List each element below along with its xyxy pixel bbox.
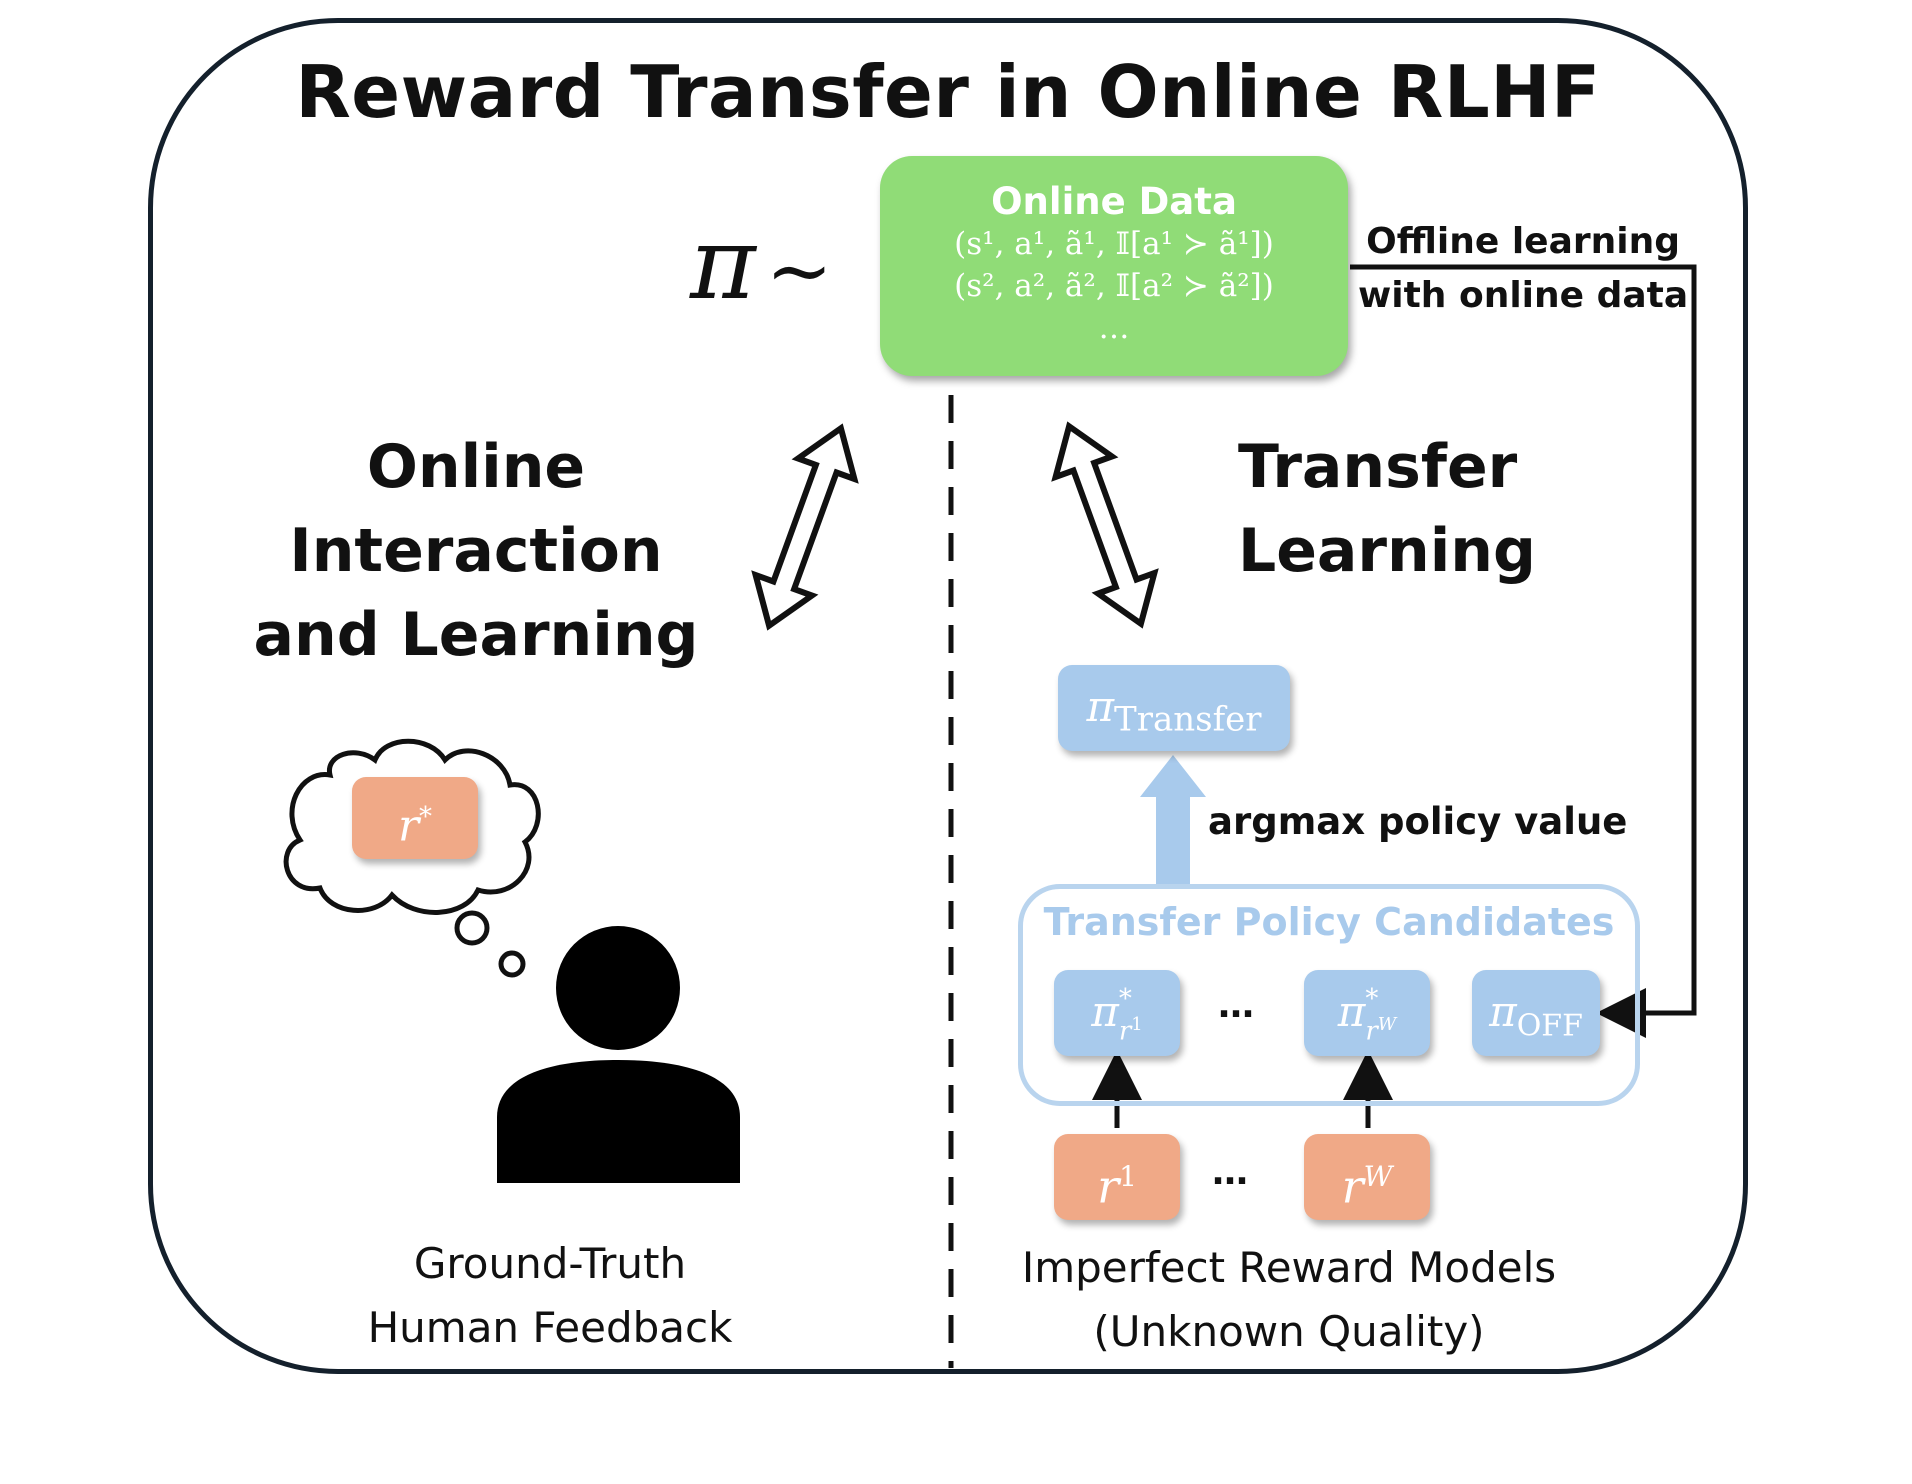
candidate-last-star: * — [1365, 983, 1379, 1014]
ground-truth-line-1: Ground-Truth — [413, 1239, 687, 1288]
candidate-last-sub-r: r — [1365, 1016, 1378, 1047]
online-interaction-heading: Online Interaction and Learning — [176, 425, 776, 677]
transfer-learning-line-2: Learning — [1238, 516, 1536, 586]
online-data-title: Online Data — [991, 180, 1237, 223]
online-interaction-line-1: Online Interaction — [289, 432, 663, 586]
reward-symbol: r — [397, 800, 420, 852]
online-data-line-2: (s², a², ã², 𝕀[a² ≻ ã²]) — [954, 268, 1274, 304]
candidate-last-pi: π — [1337, 987, 1366, 1036]
candidate-policy-last: π*rW — [1304, 970, 1430, 1056]
imperfect-reward-models-line-2: (Unknown Quality) — [1093, 1307, 1485, 1356]
reward-models-ellipsis: … — [1212, 1152, 1248, 1193]
person-icon — [497, 926, 740, 1183]
transfer-candidates-frame — [1018, 884, 1640, 1106]
argmax-up-arrow — [1140, 755, 1206, 887]
reward-model-first: r1 — [1054, 1134, 1180, 1220]
offline-learning-line-2: with online data — [1358, 275, 1689, 316]
reward-star: * — [419, 802, 433, 832]
diagram-title: Reward Transfer in Online RLHF — [295, 50, 1601, 134]
reward-last-index: W — [1363, 1160, 1393, 1193]
imperfect-reward-models-line-1: Imperfect Reward Models — [1021, 1243, 1557, 1292]
pi-symbol: π — [690, 205, 756, 322]
offline-learning-connector — [1350, 264, 1697, 1038]
policy-sample-expression: π~ — [690, 205, 833, 322]
right-double-arrow — [1051, 421, 1159, 629]
ground-truth-line-2: Human Feedback — [367, 1303, 733, 1352]
sim-symbol: ~ — [765, 224, 833, 317]
reward-last-symbol: r — [1341, 1159, 1364, 1214]
transfer-subscript: Transfer — [1114, 699, 1262, 740]
imperfect-reward-models-caption: Imperfect Reward Models (Unknown Quality… — [964, 1236, 1614, 1364]
online-data-box: Online Data (s¹, a¹, ã¹, 𝕀[a¹ ≻ ã¹]) (s²… — [880, 156, 1348, 376]
candidate-policy-first: π*r1 — [1054, 970, 1180, 1056]
transfer-policy-box: πTransfer — [1058, 665, 1290, 751]
offline-policy-box: πOFF — [1472, 970, 1600, 1056]
transfer-pi-symbol: π — [1086, 682, 1115, 731]
candidate-first-star: * — [1118, 983, 1132, 1014]
online-interaction-line-2: and Learning — [253, 600, 699, 670]
offline-pi-symbol: π — [1489, 987, 1517, 1036]
offline-subscript: OFF — [1516, 1008, 1583, 1044]
candidates-ellipsis: … — [1218, 985, 1254, 1026]
transfer-learning-line-1: Transfer — [1238, 432, 1518, 502]
transfer-learning-heading: Transfer Learning — [1238, 425, 1598, 593]
reward-model-last: rW — [1304, 1134, 1430, 1220]
offline-learning-line-1: Offline learning — [1366, 221, 1681, 262]
left-double-arrow — [751, 423, 859, 631]
offline-learning-label: Offline learning with online data — [1358, 215, 1688, 323]
argmax-label: argmax policy value — [1208, 800, 1628, 843]
ground-truth-reward-box: r* — [352, 777, 478, 859]
online-data-line-3: … — [1098, 310, 1130, 346]
candidate-first-pi: π — [1091, 987, 1119, 1036]
reward-first-symbol: r — [1097, 1159, 1120, 1214]
candidate-first-sub-r: r — [1118, 1016, 1132, 1047]
candidate-first-sub-index: 1 — [1131, 1013, 1143, 1035]
reward-first-index: 1 — [1119, 1160, 1137, 1193]
transfer-candidates-title: Transfer Policy Candidates — [1043, 900, 1615, 944]
candidate-last-sub-index: W — [1377, 1013, 1397, 1035]
online-data-line-1: (s¹, a¹, ã¹, 𝕀[a¹ ≻ ã¹]) — [954, 226, 1274, 262]
ground-truth-caption: Ground-Truth Human Feedback — [310, 1232, 790, 1360]
outer-rounded-frame — [148, 18, 1748, 1374]
